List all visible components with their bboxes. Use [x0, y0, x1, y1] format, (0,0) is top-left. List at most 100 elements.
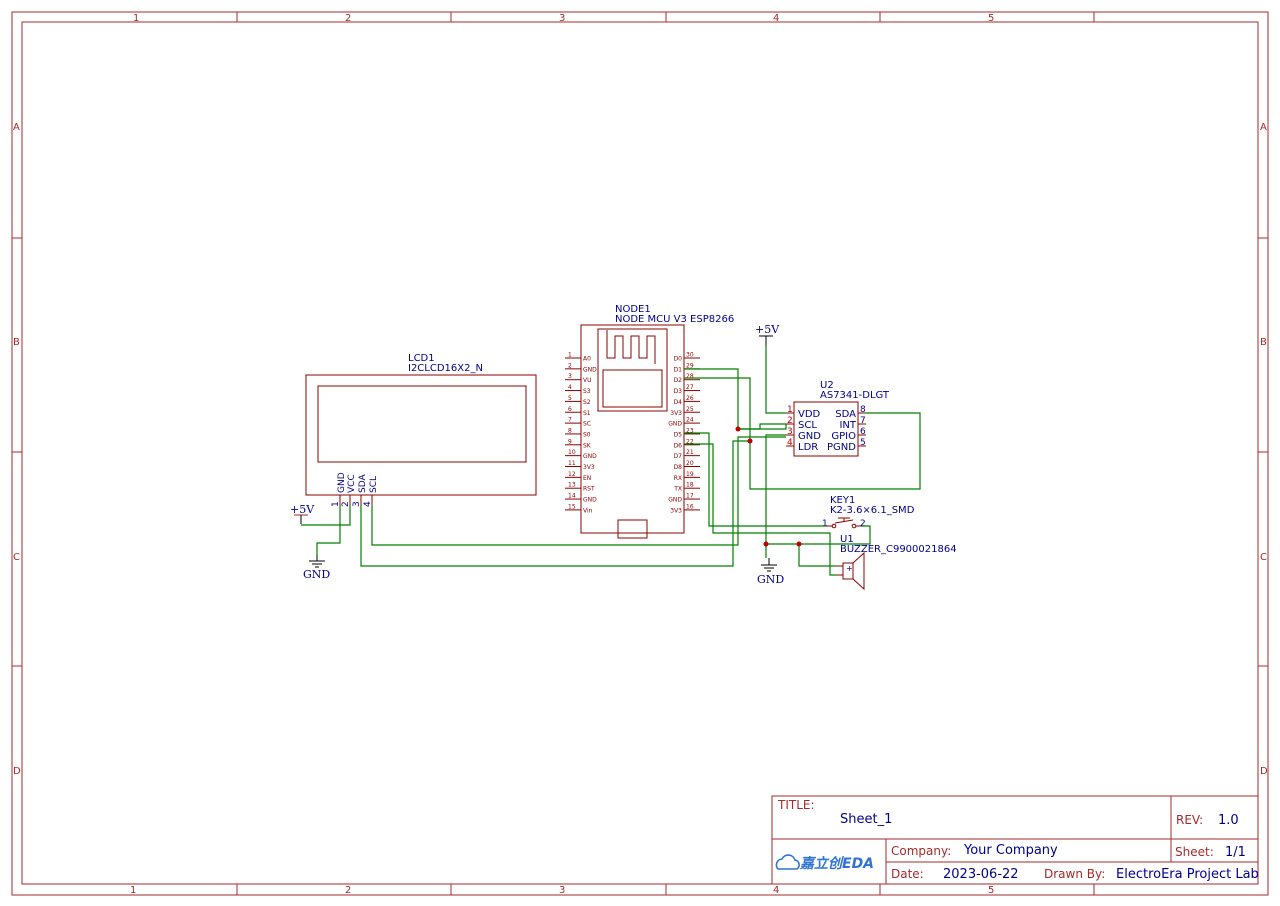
row-label-b: B [13, 337, 20, 348]
sensor-left-pin-number: 2 [787, 416, 793, 426]
node-left-pin-name: SK [583, 442, 592, 449]
col-label-5: 5 [988, 13, 994, 24]
node-left-pin-number: 14 [568, 493, 576, 500]
node-right-pins: 30D029D128D227D326D4253V324GND23D522D621… [668, 352, 700, 514]
node-left-pin-number: 13 [568, 482, 576, 489]
outer-border [11, 11, 1269, 896]
inner-border [21, 21, 1259, 885]
sensor-left-pin-name: LDR [798, 442, 818, 453]
col-label-3: 3 [559, 13, 565, 24]
buzzer-component[interactable] [836, 551, 865, 591]
node-right-pin-name: D0 [674, 356, 683, 363]
svg-text:3: 3 [352, 501, 362, 507]
node-right-pin-name: D4 [674, 399, 683, 406]
row-label-c-right: C [1260, 552, 1267, 563]
node-right-pin-name: GND [668, 421, 682, 428]
key-component[interactable] [826, 517, 862, 529]
node-right-pin-name: 3V3 [670, 410, 682, 417]
cloud-icon [775, 854, 800, 870]
node-left-pin-name: S2 [583, 399, 591, 406]
node-right-pin-number: 24 [686, 417, 694, 424]
plus5v-label-lcd: +5V [290, 503, 315, 516]
sensor-left-pin-number: 1 [787, 405, 793, 415]
col-label-3-bottom: 3 [559, 885, 565, 896]
svg-text:1: 1 [331, 501, 341, 507]
lcd-pin-vcc: VCC [347, 474, 357, 493]
col-label-1-bottom: 1 [130, 885, 136, 896]
node-right-pin-name: D2 [674, 377, 683, 384]
node-left-pin-name: RST [583, 486, 595, 493]
date-value: 2023-06-22 [943, 867, 1019, 882]
wire-d2-sda [684, 377, 921, 490]
node-right-pin-number: 17 [686, 493, 694, 500]
column-dividers [236, 12, 1095, 895]
sensor-left-pin-number: 4 [787, 438, 793, 448]
sensor-component[interactable] [793, 401, 859, 457]
node-left-pin-number: 1 [568, 352, 572, 359]
svg-text:4: 4 [363, 501, 373, 507]
wire-sensor-gnd [765, 434, 786, 558]
node-right-pin-number: 20 [686, 460, 694, 467]
sensor-right-pin-number: 7 [860, 416, 866, 426]
sensor-right-pin-name: SDA [835, 409, 856, 420]
lcd-pin-names: GND VCC SDA SCL [337, 472, 379, 493]
company-label: Company: [891, 844, 951, 858]
node-left-pin-number: 5 [568, 395, 572, 402]
node-left-pin-name: 3V3 [583, 464, 595, 471]
node-right-pin-name: D1 [674, 366, 683, 373]
gnd-symbol-sensor [761, 558, 777, 572]
node-right-pin-number: 28 [686, 373, 694, 380]
title-block [771, 795, 1259, 885]
row-label-a-right: A [1260, 122, 1267, 133]
wire-key-buzzer [798, 525, 871, 567]
node-right-pin-number: 21 [686, 449, 694, 456]
node-left-pin-name: EN [583, 475, 591, 482]
node-right-pin-name: GND [668, 497, 682, 504]
sensor-left-pin-name: VDD [798, 409, 821, 420]
node-ref: NODE1 [615, 304, 651, 315]
plus5v-symbol-lcd [294, 514, 308, 524]
eda-logo: 嘉立创EDA [775, 854, 874, 872]
drawn-label: Drawn By: [1044, 867, 1105, 881]
node-left-pin-number: 3 [568, 373, 572, 380]
node-left-pin-number: 11 [568, 460, 576, 467]
lcd-pin-numbers: 1 2 3 4 [331, 501, 373, 507]
sensor-right-pin-name: INT [839, 420, 856, 431]
node-right-pin-number: 27 [686, 384, 694, 391]
nodemcu-component[interactable] [580, 324, 685, 539]
node-right-pin-number: 22 [686, 438, 694, 445]
gnd-symbol-lcd [309, 555, 325, 568]
node-left-pin-name: S1 [583, 410, 591, 417]
row-label-b-right: B [1260, 337, 1267, 348]
lcd-component[interactable] [305, 374, 537, 505]
row-label-c: C [13, 552, 20, 563]
col-label-2: 2 [345, 13, 351, 24]
sensor-ref: U2 [820, 380, 834, 391]
node-right-pin-name: D3 [674, 388, 683, 395]
sheet-label: Sheet: [1175, 845, 1214, 859]
sensor-left-pin-name: SCL [798, 420, 817, 431]
node-left-pin-name: S0 [583, 431, 591, 438]
node-left-pin-name: VU [583, 377, 592, 384]
wire-scl [371, 436, 786, 546]
buzzer-ref: U1 [840, 534, 854, 545]
wire-d5-key [684, 432, 826, 527]
node-left-pin-number: 12 [568, 471, 576, 478]
date-label: Date: [891, 867, 924, 881]
sensor-right-pin-name: PGND [827, 442, 856, 453]
node-left-pin-name: S3 [583, 388, 591, 395]
row-label-a: A [13, 122, 20, 133]
col-label-4-bottom: 4 [773, 885, 779, 896]
node-right-pin-name: D6 [674, 442, 683, 449]
node-left-pins: 1A02GND3VU4S35S26S17SC8S09SK10GND113V312… [565, 352, 597, 514]
node-left-pin-number: 8 [568, 427, 572, 434]
node-left-pin-number: 7 [568, 417, 572, 424]
wire-sda [360, 440, 750, 567]
sensor-right-pin-name: GPIO [831, 431, 856, 442]
node-right-pin-number: 26 [686, 395, 694, 402]
lcd-pin-gnd: GND [337, 472, 347, 493]
eda-logo-text: 嘉立创EDA [799, 855, 874, 872]
col-label-5-bottom: 5 [988, 885, 994, 896]
node-left-pin-number: 2 [568, 362, 572, 369]
